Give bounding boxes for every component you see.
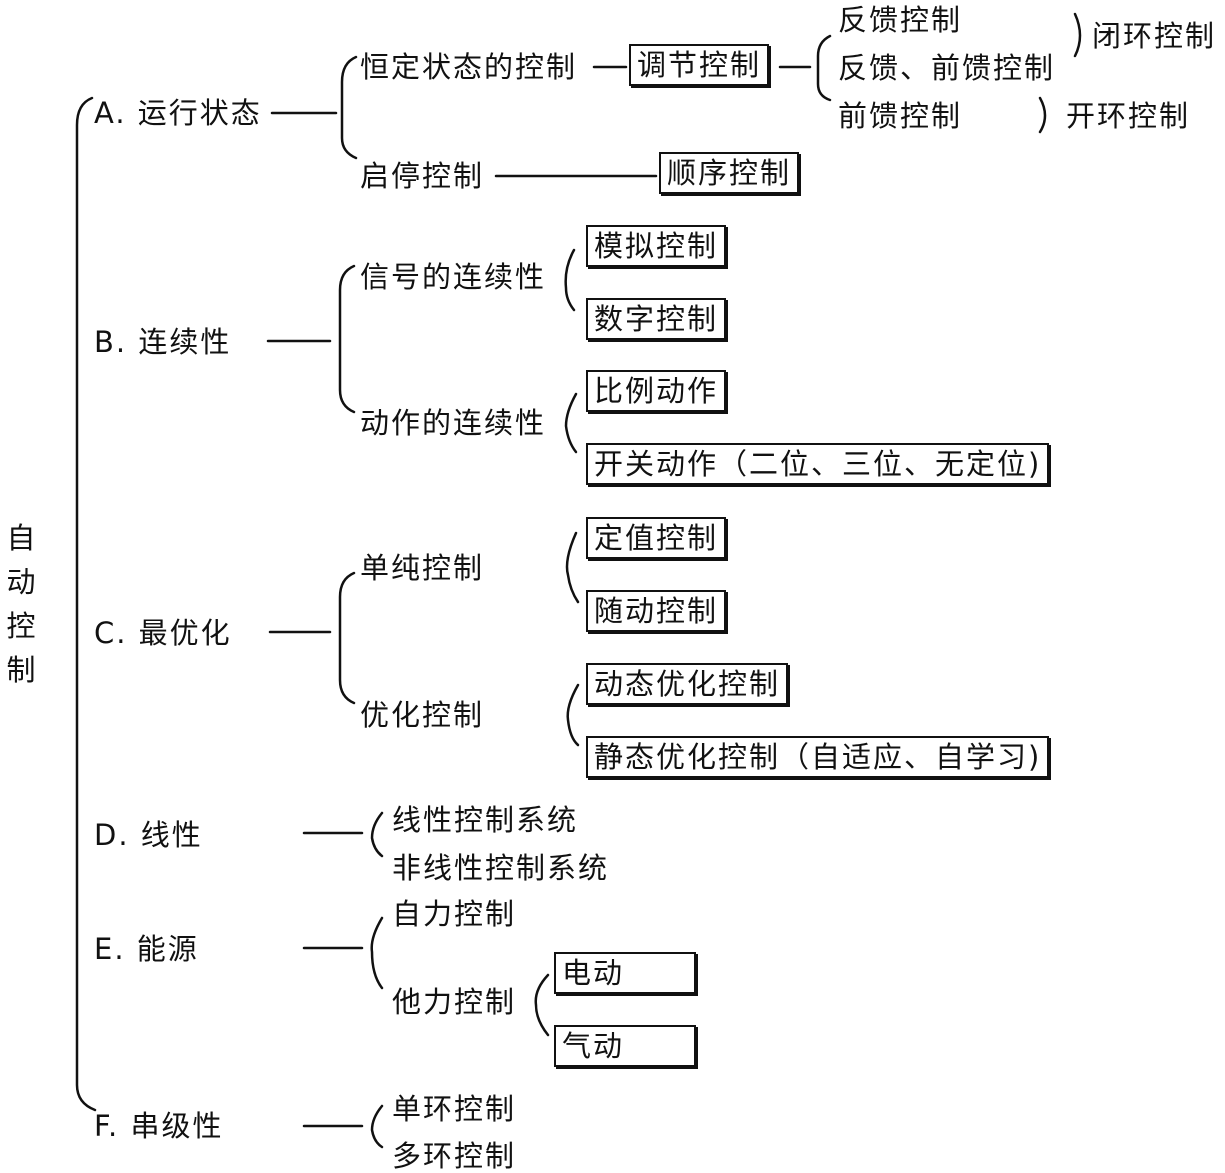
a-open-loop: 开环控制	[1066, 99, 1191, 133]
f-brace	[370, 1104, 384, 1149]
a-sub2-label: 启停控制	[360, 159, 485, 193]
a-brace	[340, 55, 358, 160]
c-sub1-label: 单纯控制	[360, 551, 485, 585]
b-sub2-label: 动作的连续性	[360, 406, 547, 440]
e-sub2-item-2: 气动	[554, 1025, 696, 1067]
b-sub2-brace	[564, 392, 578, 454]
category-e-label: E. 能源	[94, 932, 199, 966]
b-sub2-item-1: 比例动作	[586, 370, 727, 412]
e-sub1-label: 自力控制	[392, 897, 517, 931]
a-closed-paren	[1073, 12, 1082, 58]
c-sub2-item-1: 动态优化控制	[586, 663, 789, 705]
a-feedback-brace	[816, 34, 832, 102]
c-sub2-brace	[566, 683, 580, 747]
c-sub1-item-1: 定值控制	[586, 517, 727, 559]
a-feedback: 反馈控制	[838, 3, 963, 37]
root-label: 自动控制	[6, 521, 36, 687]
d-item-2: 非线性控制系统	[392, 851, 610, 885]
f-item-1: 单环控制	[392, 1092, 517, 1126]
a-open-paren	[1038, 96, 1047, 134]
a-closed-loop: 闭环控制	[1092, 19, 1217, 53]
category-c-label: C. 最优化	[94, 616, 232, 650]
a-sub1-box: 调节控制	[629, 44, 770, 86]
category-b-label: B. 连续性	[94, 325, 232, 359]
category-a-label: A. 运行状态	[94, 96, 262, 130]
root-brace	[75, 96, 97, 1112]
e-brace	[370, 916, 384, 990]
a-sub1-label: 恒定状态的控制	[360, 50, 578, 84]
a-feedforward: 前馈控制	[838, 99, 963, 133]
category-d-label: D. 线性	[94, 818, 203, 852]
c-brace	[338, 571, 356, 705]
b-sub1-label: 信号的连续性	[360, 260, 547, 294]
b-sub1-item-2: 数字控制	[586, 298, 727, 340]
b-sub1-brace	[564, 248, 576, 312]
d-brace	[370, 811, 384, 858]
e-sub2-label: 他力控制	[392, 985, 517, 1019]
f-item-2: 多环控制	[392, 1139, 517, 1173]
c-sub1-item-2: 随动控制	[586, 590, 727, 632]
c-sub2-item-2: 静态优化控制（自适应、自学习)	[586, 736, 1050, 778]
d-item-1: 线性控制系统	[392, 803, 579, 837]
c-sub1-brace	[565, 531, 580, 604]
b-brace	[338, 264, 356, 414]
category-f-label: F. 串级性	[94, 1109, 224, 1143]
b-sub1-item-1: 模拟控制	[586, 225, 727, 267]
a-feedback-feedforward: 反馈、前馈控制	[838, 51, 1056, 85]
e-sub2-brace	[534, 973, 550, 1037]
c-sub2-label: 优化控制	[360, 698, 485, 732]
e-sub2-item-1: 电动	[554, 952, 696, 994]
b-sub2-item-2: 开关动作（二位、三位、无定位)	[586, 443, 1050, 485]
a-sub2-box: 顺序控制	[659, 152, 800, 194]
